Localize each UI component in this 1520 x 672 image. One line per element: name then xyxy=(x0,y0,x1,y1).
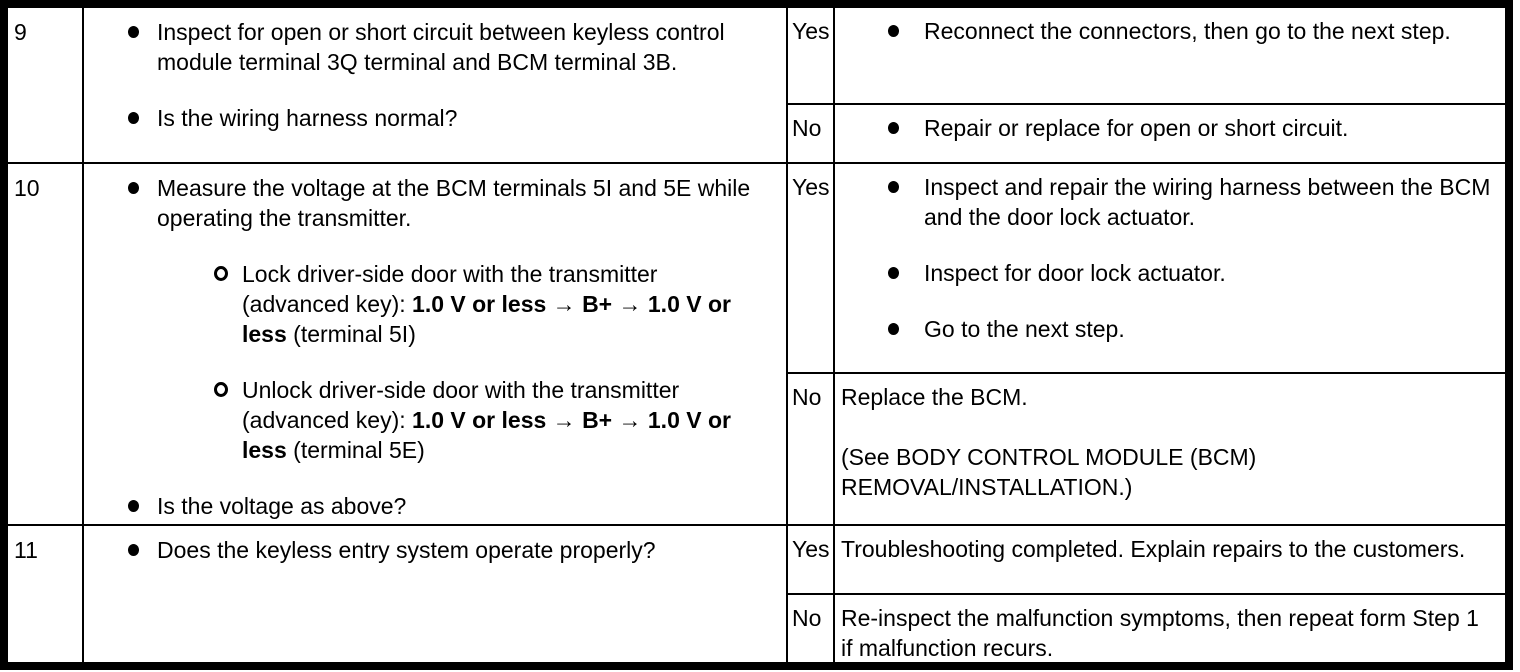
action-item-text: Re-inspect the malfunction symptoms, the… xyxy=(841,605,1479,661)
action-item: (See BODY CONTROL MODULE (BCM) REMOVAL/I… xyxy=(835,442,1495,502)
result-subrow-yes: Yes Reconnect the connectors, then go to … xyxy=(788,8,1505,103)
table-row: 11 Does the keyless entry system operate… xyxy=(8,524,1505,662)
inspection-item-text: Inspect for open or short circuit betwee… xyxy=(157,19,725,75)
hollow-bullet-icon xyxy=(214,266,228,281)
result-label: Yes xyxy=(792,174,830,200)
result-subrow-yes: Yes Inspect and repair the wiring harness… xyxy=(788,164,1505,372)
action-cell: Reconnect the connectors, then go to the… xyxy=(833,8,1505,103)
inspection-item: Is the wiring harness normal? xyxy=(84,103,770,133)
results-area: Yes Inspect and repair the wiring harness… xyxy=(786,164,1505,524)
inspection-item: Unlock driver-side door with the transmi… xyxy=(84,375,770,465)
bullet-icon xyxy=(888,323,899,335)
action-item-text: Replace the BCM. xyxy=(841,384,1028,410)
action-item-text: Go to the next step. xyxy=(924,316,1125,342)
hollow-bullet-icon xyxy=(214,382,228,397)
step-number-cell: 10 xyxy=(8,164,82,524)
inspection-item: Lock driver-side door with the transmitt… xyxy=(84,259,770,349)
results-area: Yes Reconnect the connectors, then go to … xyxy=(786,8,1505,162)
table-row: 10 Measure the voltage at the BCM termin… xyxy=(8,162,1505,524)
bullet-icon xyxy=(128,182,139,194)
action-cell: Troubleshooting completed. Explain repai… xyxy=(833,526,1505,593)
result-subrow-no: No Replace the BCM. (See BODY CONTROL MODU… xyxy=(788,372,1505,524)
result-subrow-no: No Re-inspect the malfunction symptoms, t… xyxy=(788,593,1505,662)
action-cell: Re-inspect the malfunction symptoms, the… xyxy=(833,595,1505,662)
action-item-text: Inspect for door lock actuator. xyxy=(924,260,1226,286)
action-item: Go to the next step. xyxy=(835,314,1495,344)
inspection-cell: Inspect for open or short circuit betwee… xyxy=(82,8,786,162)
action-item: Inspect and repair the wiring harness be… xyxy=(835,172,1495,232)
inspection-item-text: Is the wiring harness normal? xyxy=(157,105,458,131)
action-item-text: (See BODY CONTROL MODULE (BCM) REMOVAL/I… xyxy=(841,444,1257,500)
inspection-item-text: Unlock driver-side door with the transmi… xyxy=(242,377,731,463)
action-item: Replace the BCM. xyxy=(835,382,1495,412)
bullet-icon xyxy=(128,26,139,38)
inspection-item-text: Lock driver-side door with the transmitt… xyxy=(242,261,731,347)
step-number-cell: 9 xyxy=(8,8,82,162)
result-label: No xyxy=(792,384,822,410)
step-number: 9 xyxy=(14,19,27,45)
inspection-item: Inspect for open or short circuit betwee… xyxy=(84,17,770,77)
inspection-item: Measure the voltage at the BCM terminals… xyxy=(84,173,770,233)
inspection-cell: Measure the voltage at the BCM terminals… xyxy=(82,164,786,524)
action-item: Re-inspect the malfunction symptoms, the… xyxy=(835,603,1495,662)
inspection-cell: Does the keyless entry system operate pr… xyxy=(82,526,786,662)
action-item-text: Repair or replace for open or short circ… xyxy=(924,115,1349,141)
inspection-item-text: Is the voltage as above? xyxy=(157,493,407,519)
bullet-icon xyxy=(888,25,899,37)
bullet-icon xyxy=(128,500,139,512)
bullet-icon xyxy=(128,112,139,124)
bullet-icon xyxy=(888,122,899,134)
action-item: Inspect for door lock actuator. xyxy=(835,258,1495,288)
step-number-cell: 11 xyxy=(8,526,82,662)
action-cell: Repair or replace for open or short circ… xyxy=(833,105,1505,162)
action-item-text: Troubleshooting completed. Explain repai… xyxy=(841,536,1466,562)
result-label: Yes xyxy=(792,536,830,562)
inspection-item-text: Does the keyless entry system operate pr… xyxy=(157,537,656,563)
result-label: No xyxy=(792,605,822,631)
bullet-icon xyxy=(888,181,899,193)
inspection-item: Is the voltage as above? xyxy=(84,491,770,521)
inspection-item-text: Measure the voltage at the BCM terminals… xyxy=(157,175,751,231)
table-row: 9 Inspect for open or short circuit betw… xyxy=(8,8,1505,162)
action-item: Reconnect the connectors, then go to the… xyxy=(835,16,1495,46)
result-label: Yes xyxy=(792,18,830,44)
action-item: Troubleshooting completed. Explain repai… xyxy=(835,534,1495,564)
result-subrow-no: No Repair or replace for open or short ci… xyxy=(788,103,1505,162)
action-cell: Replace the BCM. (See BODY CONTROL MODULE… xyxy=(833,374,1505,524)
bullet-icon xyxy=(888,267,899,279)
result-subrow-yes: Yes Troubleshooting completed. Explain re… xyxy=(788,526,1505,593)
action-item: Repair or replace for open or short circ… xyxy=(835,113,1495,143)
action-item-text: Inspect and repair the wiring harness be… xyxy=(924,174,1491,230)
action-item-text: Reconnect the connectors, then go to the… xyxy=(924,18,1451,44)
inspection-item: Does the keyless entry system operate pr… xyxy=(84,535,770,565)
result-label: No xyxy=(792,115,822,141)
results-area: Yes Troubleshooting completed. Explain re… xyxy=(786,526,1505,662)
bullet-icon xyxy=(128,544,139,556)
step-number: 11 xyxy=(14,537,38,563)
action-cell: Inspect and repair the wiring harness be… xyxy=(833,164,1505,372)
step-number: 10 xyxy=(14,175,40,201)
